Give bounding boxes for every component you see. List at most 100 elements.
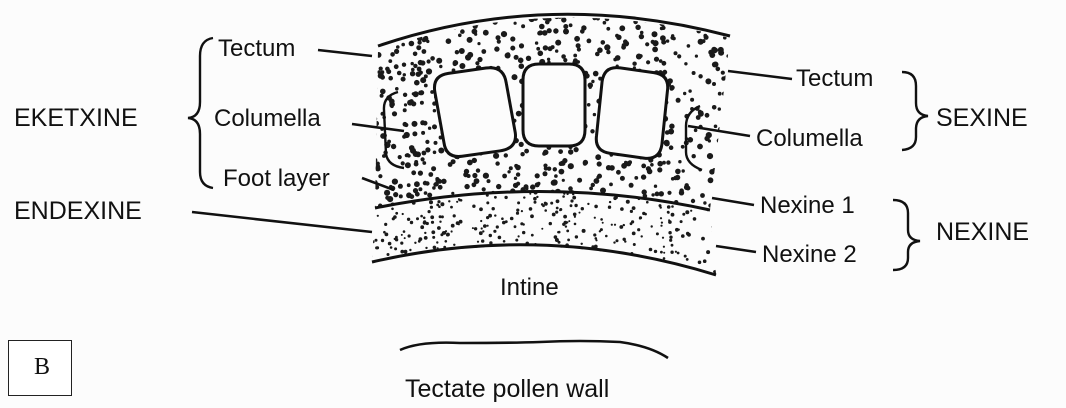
stipple-dot: [398, 276, 401, 279]
stipple-dot: [390, 105, 394, 109]
stipple-dot: [465, 6, 470, 11]
stipple-dot: [520, 152, 524, 156]
stipple-dot: [616, 35, 621, 40]
stipple-dot: [522, 231, 525, 234]
stipple-dot: [429, 200, 433, 204]
stipple-dot: [373, 132, 377, 136]
stipple-dot: [727, 147, 732, 152]
stipple-dot: [540, 255, 543, 258]
stipple-dot: [646, 60, 650, 64]
stipple-dot: [639, 217, 641, 219]
stipple-dot: [390, 175, 393, 178]
stipple-dot: [423, 181, 428, 186]
stipple-dot: [415, 0, 421, 5]
stipple-dot: [556, 207, 559, 210]
stipple-dot: [555, 49, 558, 52]
stipple-dot: [587, 203, 589, 205]
nexine-bracket: [893, 200, 920, 270]
stipple-dot: [539, 197, 544, 202]
stipple-dot: [727, 155, 733, 161]
stipple-dot: [428, 172, 433, 177]
stipple-dot: [536, 196, 538, 198]
stipple-dot: [641, 174, 646, 179]
stipple-dot: [619, 25, 625, 31]
stipple-dot: [591, 183, 595, 187]
stipple-dot: [609, 201, 611, 203]
stipple-dot: [421, 157, 425, 161]
stipple-dot: [373, 121, 379, 127]
stipple-dot: [384, 24, 389, 29]
stipple-dot: [606, 165, 611, 170]
stipple-dot: [402, 197, 404, 199]
stipple-dot: [646, 201, 649, 204]
stipple-dot: [399, 2, 404, 7]
stipple-dot: [534, 17, 538, 21]
stipple-dot: [604, 44, 610, 50]
stipple-dot: [670, 87, 674, 91]
stipple-dot: [723, 116, 727, 120]
stipple-dot: [666, 39, 669, 42]
stipple-dot: [601, 40, 606, 45]
stipple-dot: [416, 10, 421, 15]
stipple-dot: [628, 160, 632, 164]
stipple-dot: [672, 7, 677, 12]
stipple-dot: [705, 8, 710, 13]
stipple-dot: [438, 148, 444, 154]
stipple-dot: [500, 201, 504, 205]
stipple-dot: [399, 10, 405, 16]
stipple-dot: [558, 231, 561, 234]
stipple-dot: [697, 144, 703, 150]
stipple-dot: [434, 182, 439, 187]
stipple-dot: [713, 181, 716, 184]
stipple-dot: [416, 217, 419, 220]
stipple-dot: [402, 213, 404, 215]
stipple-dot: [496, 184, 501, 189]
stipple-dot: [431, 265, 434, 268]
stipple-dot: [411, 170, 416, 175]
stipple-dot: [400, 190, 402, 192]
stipple-dot: [675, 251, 677, 253]
stipple-dot: [616, 170, 621, 175]
stipple-dot: [438, 205, 441, 208]
stipple-dot: [529, 180, 533, 184]
stipple-dot: [536, 47, 540, 51]
stipple-dot: [377, 215, 379, 217]
stipple-dot: [660, 217, 662, 219]
stipple-dot: [600, 218, 603, 221]
stipple-dot: [453, 62, 457, 66]
stipple-dot: [524, 199, 529, 204]
stipple-dot: [660, 35, 666, 41]
stipple-dot: [597, 161, 602, 166]
stipple-dot: [403, 172, 407, 176]
stipple-dot: [443, 231, 447, 235]
stipple-dot: [639, 259, 641, 261]
stipple-dot: [437, 255, 440, 258]
stipple-dot: [567, 239, 570, 242]
stipple-dot: [707, 4, 713, 10]
stipple-dot: [567, 256, 569, 258]
stipple-dot: [375, 194, 377, 196]
stipple-dot: [731, 29, 736, 34]
stipple-dot: [430, 56, 435, 61]
stipple-dot: [367, 233, 370, 236]
stipple-dot: [445, 240, 448, 243]
stipple-dot: [523, 196, 525, 198]
stipple-dot: [505, 53, 511, 59]
stipple-dot: [645, 42, 649, 46]
stipple-dot: [489, 234, 492, 237]
stipple-dot: [455, 50, 459, 54]
stipple-dot: [606, 50, 610, 54]
stipple-dot: [397, 259, 400, 262]
stipple-dot: [549, 9, 553, 13]
stipple-dot: [592, 16, 596, 20]
stipple-dot: [376, 162, 380, 166]
stipple-dot: [404, 237, 406, 239]
stipple-dot: [503, 240, 506, 243]
stipple-dot: [539, 199, 543, 203]
stipple-dot: [378, 30, 383, 35]
nexine-2-label: Nexine 2: [762, 241, 857, 268]
stipple-dot: [549, 254, 552, 257]
stipple-dot: [516, 182, 520, 186]
stipple-dot: [425, 147, 430, 152]
stipple-dot: [577, 178, 582, 183]
